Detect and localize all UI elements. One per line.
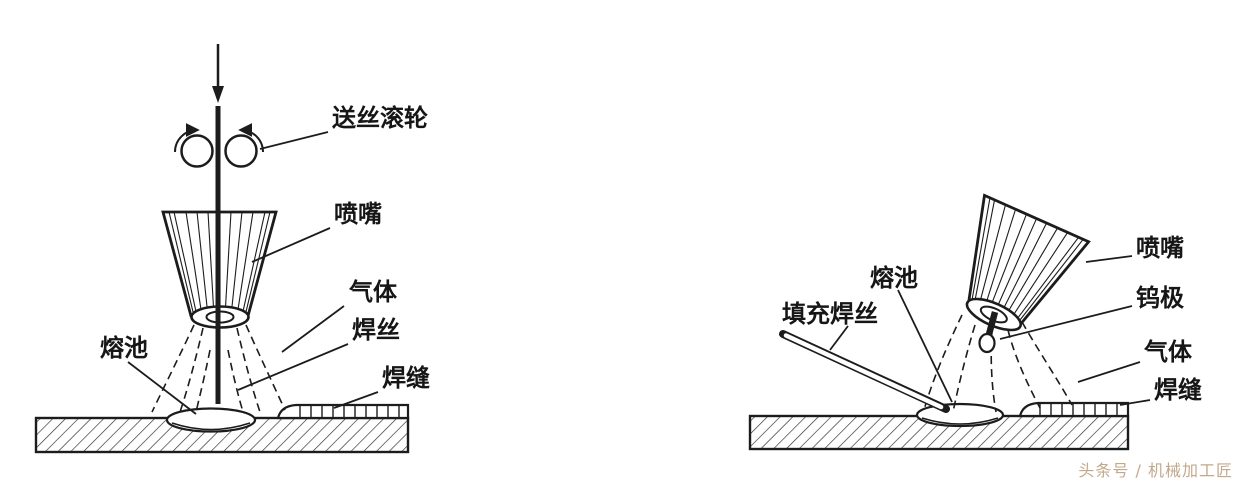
leader-left-weld-seam [333, 391, 379, 409]
right-molten-pool [915, 402, 1005, 428]
left-roller-rotation-arrow-left [174, 123, 200, 153]
leader-left-wire-feed-rollers [259, 131, 329, 150]
label-right-weld-seam: 焊缝 [1154, 376, 1202, 404]
label-left-welding-wire: 焊丝 [352, 316, 400, 344]
label-left-weld-seam: 焊缝 [382, 364, 430, 392]
leader-left-welding-wire [237, 343, 349, 391]
left-leader-lines [127, 131, 379, 415]
right-welding-diagram: 熔池 填充焊丝 喷嘴 钨极 气体 焊缝 [748, 193, 1202, 451]
label-right-molten-pool: 熔池 [870, 264, 918, 292]
leader-right-nozzle [1085, 255, 1133, 263]
label-left-nozzle: 喷嘴 [334, 200, 382, 228]
right-filler-wire-rod [779, 330, 950, 413]
leader-left-gas [281, 305, 345, 353]
label-left-gas: 气体 [348, 278, 398, 306]
right-leader-lines [829, 255, 1151, 406]
leader-left-nozzle [251, 227, 331, 263]
right-tungsten-electrode [978, 311, 999, 354]
label-right-gas: 气体 [1143, 338, 1193, 366]
leader-right-weld-seam [1119, 399, 1151, 406]
right-nozzle-hatching [970, 197, 1084, 325]
label-right-nozzle: 喷嘴 [1136, 234, 1184, 262]
leader-right-tungsten-electrode [999, 305, 1133, 340]
right-nozzle [965, 193, 1091, 332]
left-wire-feed-rollers [174, 123, 264, 168]
label-left-molten-pool: 熔池 [100, 334, 148, 362]
leader-right-filler-wire [829, 325, 849, 351]
leader-right-molten-pool [897, 289, 953, 403]
left-molten-pool [165, 407, 257, 433]
left-feed-direction-arrow [212, 44, 224, 103]
left-welding-diagram: 送丝滚轮 喷嘴 气体 焊丝 熔池 焊缝 [34, 44, 430, 454]
label-left-wire-feed-rollers: 送丝滚轮 [332, 104, 428, 132]
left-weld-seam [276, 403, 410, 420]
label-right-tungsten-electrode: 钨极 [1136, 284, 1184, 312]
label-right-filler-wire: 填充焊丝 [782, 300, 878, 328]
right-gas-flow-lines [923, 314, 1073, 413]
watermark-text: 头条号 / 机械加工匠 [1078, 461, 1233, 480]
right-weld-seam [1018, 401, 1130, 418]
leader-right-gas [1077, 361, 1141, 383]
leader-left-molten-pool [127, 361, 197, 415]
